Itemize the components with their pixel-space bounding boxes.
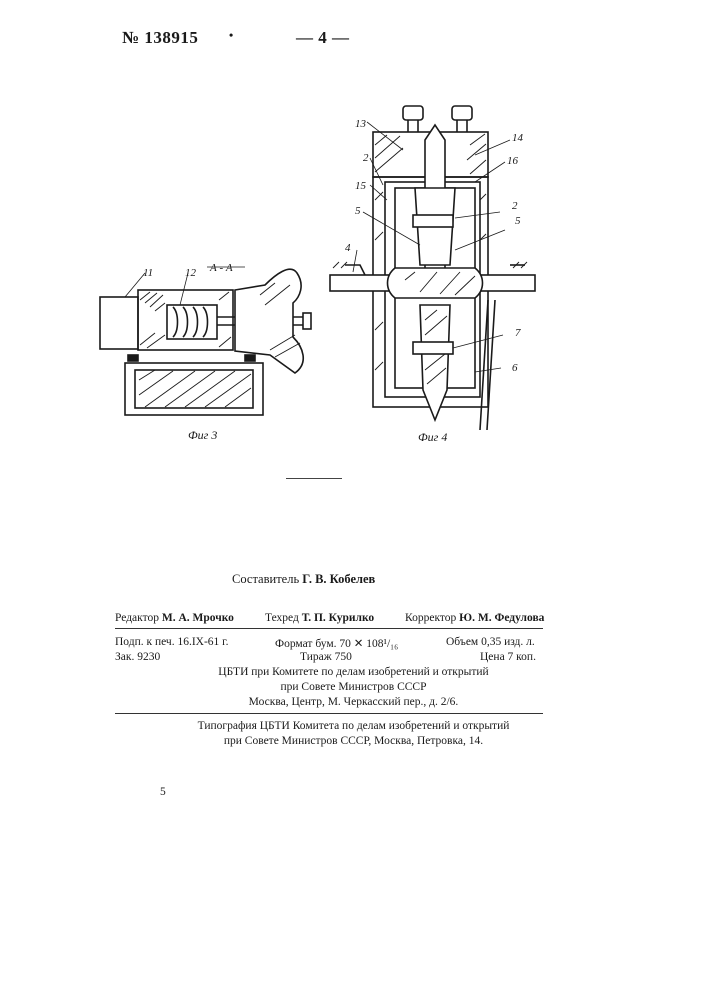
compiler-line: Составитель Г. В. Кобелев [232,572,375,587]
corrector-name: Ю. М. Федулова [459,612,544,624]
fig4-label-15: 15 [355,180,366,192]
editor-label: Редактор [115,612,159,624]
print-run: Тираж 750 [300,651,352,663]
signed-date: Подп. к печ. 16.IX-61 г. [115,636,228,648]
fig4-label-14: 14 [512,132,523,144]
editor-line: Редактор М. А. Мрочко [115,612,234,624]
figure-4-drawing [325,100,540,435]
fig3-caption: Фиг 3 [188,428,217,443]
imprint-rule-bottom [115,713,543,714]
patent-number: № 138915 [122,28,198,48]
compiler-label: Составитель [232,572,299,586]
fig3-label-12: 12 [185,267,196,279]
compiler-name: Г. В. Кобелев [302,572,375,586]
fig4-label-5-right: 5 [515,215,521,227]
printer-line-1: Типография ЦБТИ Комитета по делам изобре… [0,720,707,732]
tech-line: Техред Т. П. Курилко [265,612,374,624]
volume: Объем 0,35 изд. л. [446,636,535,648]
corrector-label: Корректор [405,612,456,624]
printer-line-2: при Совете Министров СССР, Москва, Петро… [0,735,707,747]
fig4-label-5-left: 5 [355,205,361,217]
org-line-2: при Совете Министров СССР [0,681,707,693]
fig4-label-13: 13 [355,118,366,130]
fig4-label-6: 6 [512,362,518,374]
fig4-label-4: 4 [345,242,351,254]
header-dot: • [229,28,234,43]
fig4-label-2-left: 2 [363,152,369,164]
fig4-label-7: 7 [515,327,521,339]
paper-format: Формат бум. 70 ✕ 108¹/₁₆ [275,636,398,650]
price: Цена 7 коп. [480,651,536,663]
corrector-line: Корректор Ю. М. Федулова [405,612,544,624]
editor-name: М. А. Мрочко [162,612,234,624]
imprint-rule-top [115,628,543,629]
fig4-caption: Фиг 4 [418,430,447,445]
order-number: Зак. 9230 [115,651,160,663]
figure-3-drawing [95,255,320,430]
org-line-1: ЦБТИ при Комитете по делам изобретений и… [0,666,707,678]
tech-label: Техред [265,612,299,624]
fig4-label-16: 16 [507,155,518,167]
page-number: — 4 — [296,28,350,48]
org-line-3: Москва, Центр, М. Черкасский пер., д. 2/… [0,696,707,708]
tech-name: Т. П. Курилко [302,612,374,624]
footer-mark: 5 [160,786,166,798]
fig3-label-11: 11 [143,267,153,279]
fig3-section-label: А - А [210,262,233,274]
fig4-label-2-right: 2 [512,200,518,212]
separator-rule [286,478,342,479]
